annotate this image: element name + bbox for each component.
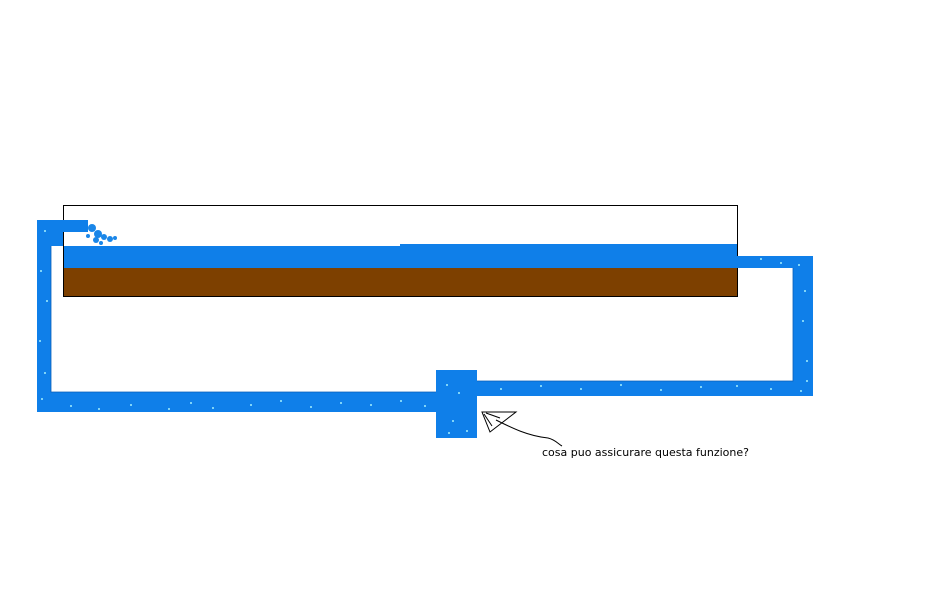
speckle — [70, 405, 72, 407]
annotation-text: cosa puo assicurare questa funzione? — [542, 446, 749, 459]
speckle — [452, 420, 454, 422]
speckle — [448, 432, 450, 434]
speckle — [370, 404, 372, 406]
speckle — [130, 404, 132, 406]
speckle — [250, 404, 252, 406]
pipe-outer — [37, 220, 813, 438]
speckle — [466, 430, 468, 432]
speckle — [660, 389, 662, 391]
speckle — [580, 388, 582, 390]
tank-water-layer — [64, 246, 737, 268]
speckle — [168, 408, 170, 410]
pointer-arrow — [481, 411, 563, 447]
speckle — [540, 385, 542, 387]
speckle — [41, 398, 43, 400]
speckle — [310, 406, 312, 408]
speckle — [770, 388, 772, 390]
speckle — [806, 360, 808, 362]
speckle — [736, 385, 738, 387]
speckle — [806, 380, 808, 382]
speckle — [98, 408, 100, 410]
speckle — [39, 340, 41, 342]
water-splash — [86, 224, 117, 245]
speckle — [500, 388, 502, 390]
speckle — [700, 386, 702, 388]
pipe-inner-edge — [50, 246, 794, 393]
speckle — [760, 258, 762, 260]
speckle — [44, 230, 46, 232]
speckle — [780, 262, 782, 264]
speckle — [802, 320, 804, 322]
speckle — [458, 392, 460, 394]
pipe-speckles — [39, 230, 808, 434]
speckle — [46, 300, 48, 302]
speckle — [804, 290, 806, 292]
speckle — [280, 400, 282, 402]
speckle — [620, 384, 622, 386]
speckle — [190, 402, 192, 404]
speckle — [446, 384, 448, 386]
speckle — [340, 402, 342, 404]
speckle — [44, 372, 46, 374]
speckle — [798, 264, 800, 266]
speckle — [400, 400, 402, 402]
speckle — [212, 407, 214, 409]
tank-soil-layer — [64, 268, 737, 296]
speckle — [424, 405, 426, 407]
tank-water-layer-step — [400, 244, 737, 247]
speckle — [800, 390, 802, 392]
speckle — [40, 270, 42, 272]
